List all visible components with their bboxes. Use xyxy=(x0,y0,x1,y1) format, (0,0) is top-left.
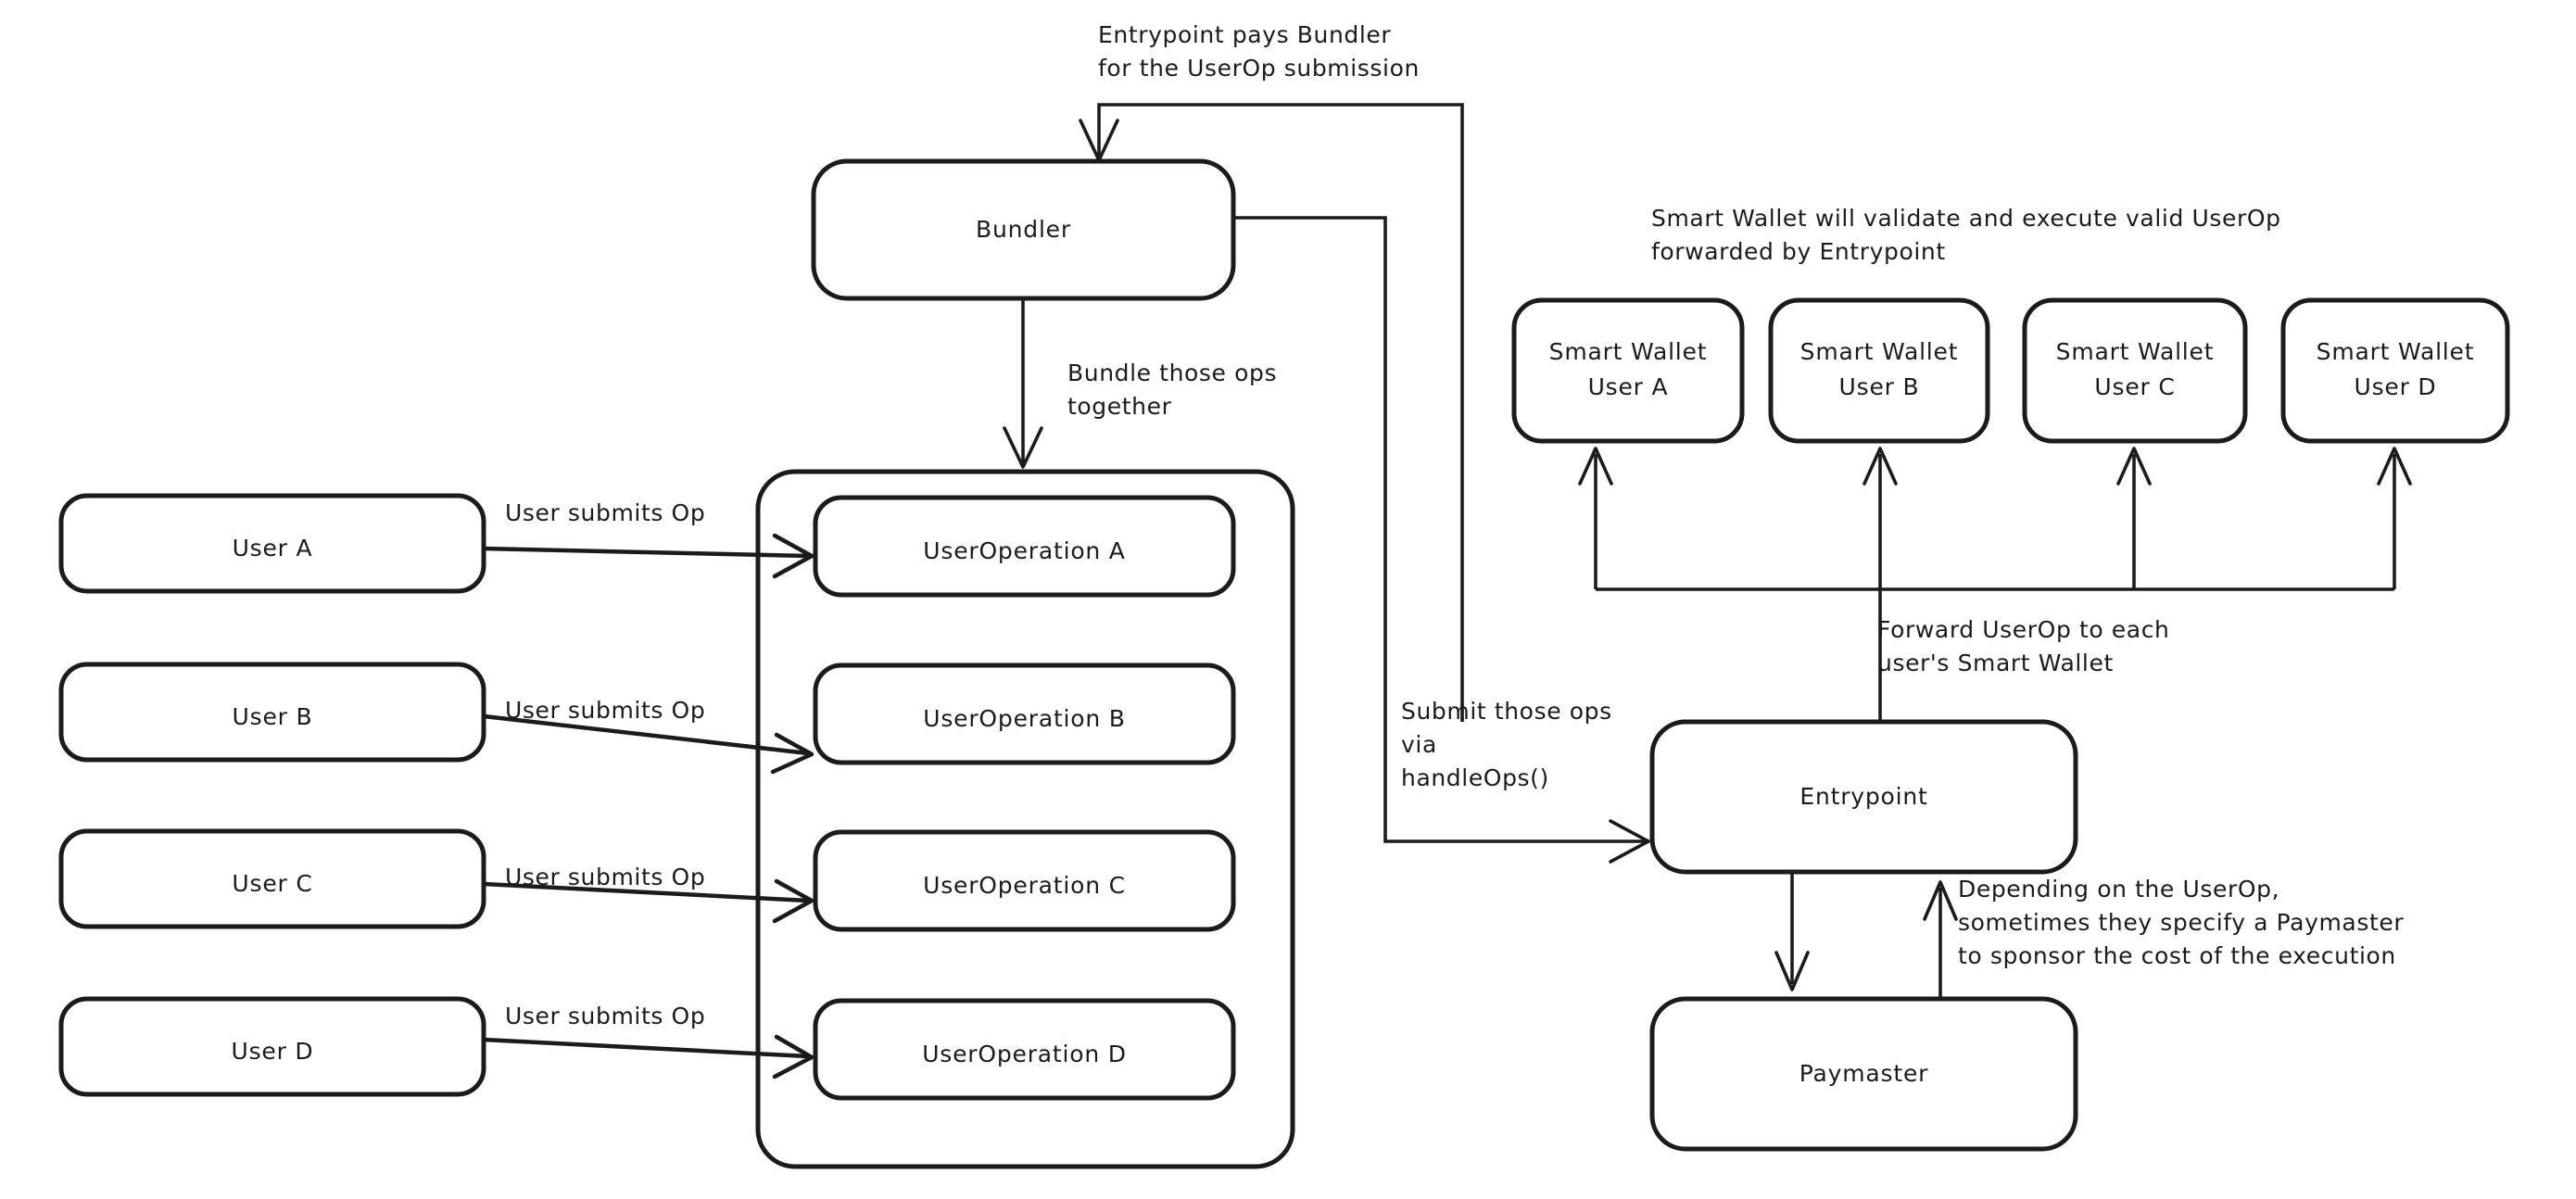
node-bundler[interactable] xyxy=(811,158,1236,301)
edge-user-c-to-userop-c xyxy=(483,878,814,924)
edge-entrypoint-to-paymaster xyxy=(1774,872,1810,991)
edge-bundler-to-entrypoint xyxy=(1233,216,1650,864)
edge-bundler-to-bundle xyxy=(1003,298,1043,469)
node-userop-c[interactable] xyxy=(813,829,1236,932)
node-smart-wallet-a[interactable] xyxy=(1511,297,1745,444)
note-forward-userop: Forward UserOp to each user's Smart Wall… xyxy=(1877,616,2170,676)
node-user-a[interactable] xyxy=(58,493,486,594)
edge-user-d-to-userop-d xyxy=(483,1034,814,1079)
node-smart-wallet-c[interactable] xyxy=(2022,297,2248,444)
node-user-d[interactable] xyxy=(58,996,486,1097)
node-entrypoint[interactable] xyxy=(1649,719,2078,875)
node-smart-wallet-d[interactable] xyxy=(2280,297,2510,444)
node-user-c[interactable] xyxy=(58,828,486,929)
node-userop-d[interactable] xyxy=(813,998,1236,1101)
userop-bundle-container xyxy=(755,469,1295,1169)
note-bundle-those-ops: Bundle those ops together xyxy=(1067,360,1278,420)
edge-label-user-submits-op-b: User submits Op xyxy=(505,697,706,724)
node-smart-wallet-b[interactable] xyxy=(1768,297,1990,444)
node-userop-b[interactable] xyxy=(813,663,1236,765)
edge-label-user-submits-op-c: User submits Op xyxy=(505,864,706,890)
edge-label-user-submits-op-a: User submits Op xyxy=(505,499,706,526)
edge-label-user-submits-op-d: User submits Op xyxy=(505,1003,706,1029)
node-user-b[interactable] xyxy=(58,662,486,763)
edge-entrypoint-to-smart-wallets xyxy=(1578,447,2412,722)
edge-user-a-to-userop-a xyxy=(483,533,814,579)
note-smart-wallet-validate: Smart Wallet will validate and execute v… xyxy=(1651,205,2281,265)
edge-paymaster-to-entrypoint xyxy=(1923,880,1958,999)
note-entrypoint-pays-bundler: Entrypoint pays Bundler for the UserOp s… xyxy=(1098,21,1420,82)
edge-user-b-to-userop-b xyxy=(483,713,814,775)
node-paymaster[interactable] xyxy=(1649,996,2078,1152)
node-userop-a[interactable] xyxy=(813,495,1236,598)
edge-entrypoint-pays-bundler xyxy=(1079,103,1464,722)
note-submit-those-ops: Submit those ops via handleOps() xyxy=(1401,698,1612,791)
note-paymaster: Depending on the UserOp, sometimes they … xyxy=(1958,876,2405,969)
